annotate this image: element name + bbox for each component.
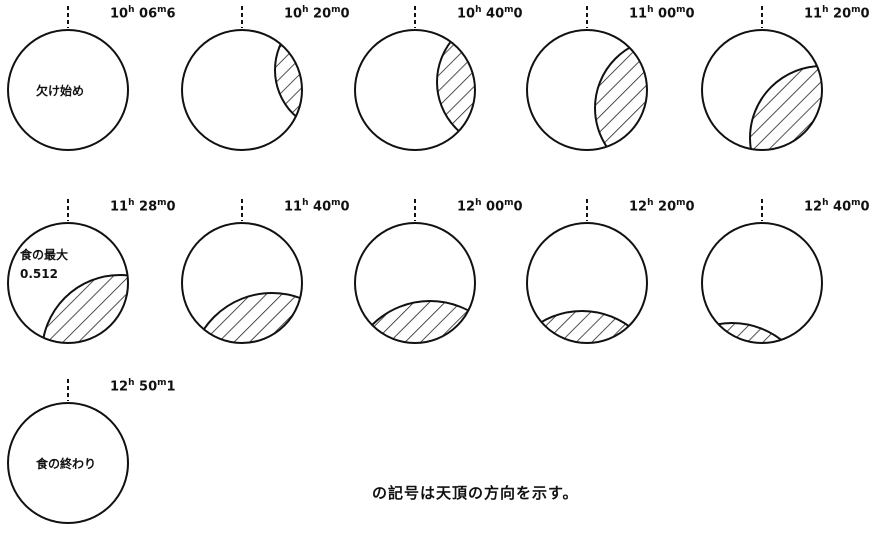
time-hours: 12 xyxy=(110,379,128,394)
time-fraction: 0 xyxy=(341,199,350,214)
time-fraction: 0 xyxy=(686,6,695,21)
time-minutes: 40 xyxy=(309,199,332,214)
time-hours: 11 xyxy=(804,6,822,21)
frame-caption: 食の終わり xyxy=(36,455,96,472)
time-fraction: 6 xyxy=(167,6,176,21)
time-minutes: 06 xyxy=(135,6,158,21)
eclipse-frame-10 xyxy=(652,199,822,483)
eclipse-frame-7 xyxy=(182,199,354,457)
time-minutes: 28 xyxy=(135,199,158,214)
time-label: 11h 40m0 xyxy=(284,198,350,214)
moon-shadow xyxy=(275,8,399,132)
eclipse-frame-9 xyxy=(502,199,662,471)
time-label: 11h 00m0 xyxy=(629,5,695,21)
time-minutes: 40 xyxy=(829,199,852,214)
eclipse-frame-6 xyxy=(8,199,198,431)
zenith-note: の記号は天頂の方向を示す。 xyxy=(372,482,579,503)
time-label: 11h 28m0 xyxy=(110,198,176,214)
time-fraction: 0 xyxy=(686,199,695,214)
moon-shadow xyxy=(437,16,569,148)
eclipse-frame-8 xyxy=(348,199,512,465)
eclipse-frame-2 xyxy=(182,6,399,150)
time-fraction: 0 xyxy=(341,6,350,21)
time-fraction: 0 xyxy=(167,199,176,214)
time-fraction: 0 xyxy=(861,6,870,21)
moon-shadow xyxy=(750,66,883,210)
time-label: 11h 20m0 xyxy=(804,5,870,21)
time-minutes: 20 xyxy=(654,199,677,214)
frame-caption: 欠け始め xyxy=(36,82,84,99)
eclipse-frame-11 xyxy=(8,379,128,523)
time-fraction: 1 xyxy=(167,379,176,394)
time-hours: 12 xyxy=(457,199,475,214)
time-hours: 10 xyxy=(457,6,475,21)
time-hours: 11 xyxy=(629,6,647,21)
time-label: 10h 06m6 xyxy=(110,5,176,21)
eclipse-frame-1 xyxy=(8,6,128,150)
time-hours: 10 xyxy=(284,6,302,21)
time-fraction: 0 xyxy=(514,6,523,21)
time-label: 12h 20m0 xyxy=(629,198,695,214)
frame-caption: 食の最大 xyxy=(20,246,68,263)
note-text: の記号は天頂の方向を示す。 xyxy=(372,484,579,502)
eclipse-magnitude: 0.512 xyxy=(20,267,58,281)
eclipse-frame-4 xyxy=(527,6,735,178)
time-hours: 11 xyxy=(110,199,128,214)
time-hours: 11 xyxy=(284,199,302,214)
time-minutes: 20 xyxy=(309,6,332,21)
eclipse-frame-5 xyxy=(702,6,883,210)
time-label: 10h 20m0 xyxy=(284,5,350,21)
moon-shadow xyxy=(652,323,812,483)
time-minutes: 50 xyxy=(135,379,158,394)
time-minutes: 20 xyxy=(829,6,852,21)
moon-shadow xyxy=(190,293,354,457)
moon-shadow xyxy=(595,38,735,178)
sun-disk xyxy=(702,223,822,343)
time-fraction: 0 xyxy=(861,199,870,214)
eclipse-frame-3 xyxy=(355,6,569,150)
time-minutes: 00 xyxy=(482,199,505,214)
moon-shadow xyxy=(42,275,198,431)
time-label: 12h 50m1 xyxy=(110,378,176,394)
time-label: 12h 00m0 xyxy=(457,198,523,214)
time-fraction: 0 xyxy=(514,199,523,214)
time-label: 10h 40m0 xyxy=(457,5,523,21)
time-hours: 12 xyxy=(804,199,822,214)
moon-shadow xyxy=(502,311,662,471)
time-minutes: 00 xyxy=(654,6,677,21)
time-hours: 12 xyxy=(629,199,647,214)
time-hours: 10 xyxy=(110,6,128,21)
time-minutes: 40 xyxy=(482,6,505,21)
time-label: 12h 40m0 xyxy=(804,198,870,214)
